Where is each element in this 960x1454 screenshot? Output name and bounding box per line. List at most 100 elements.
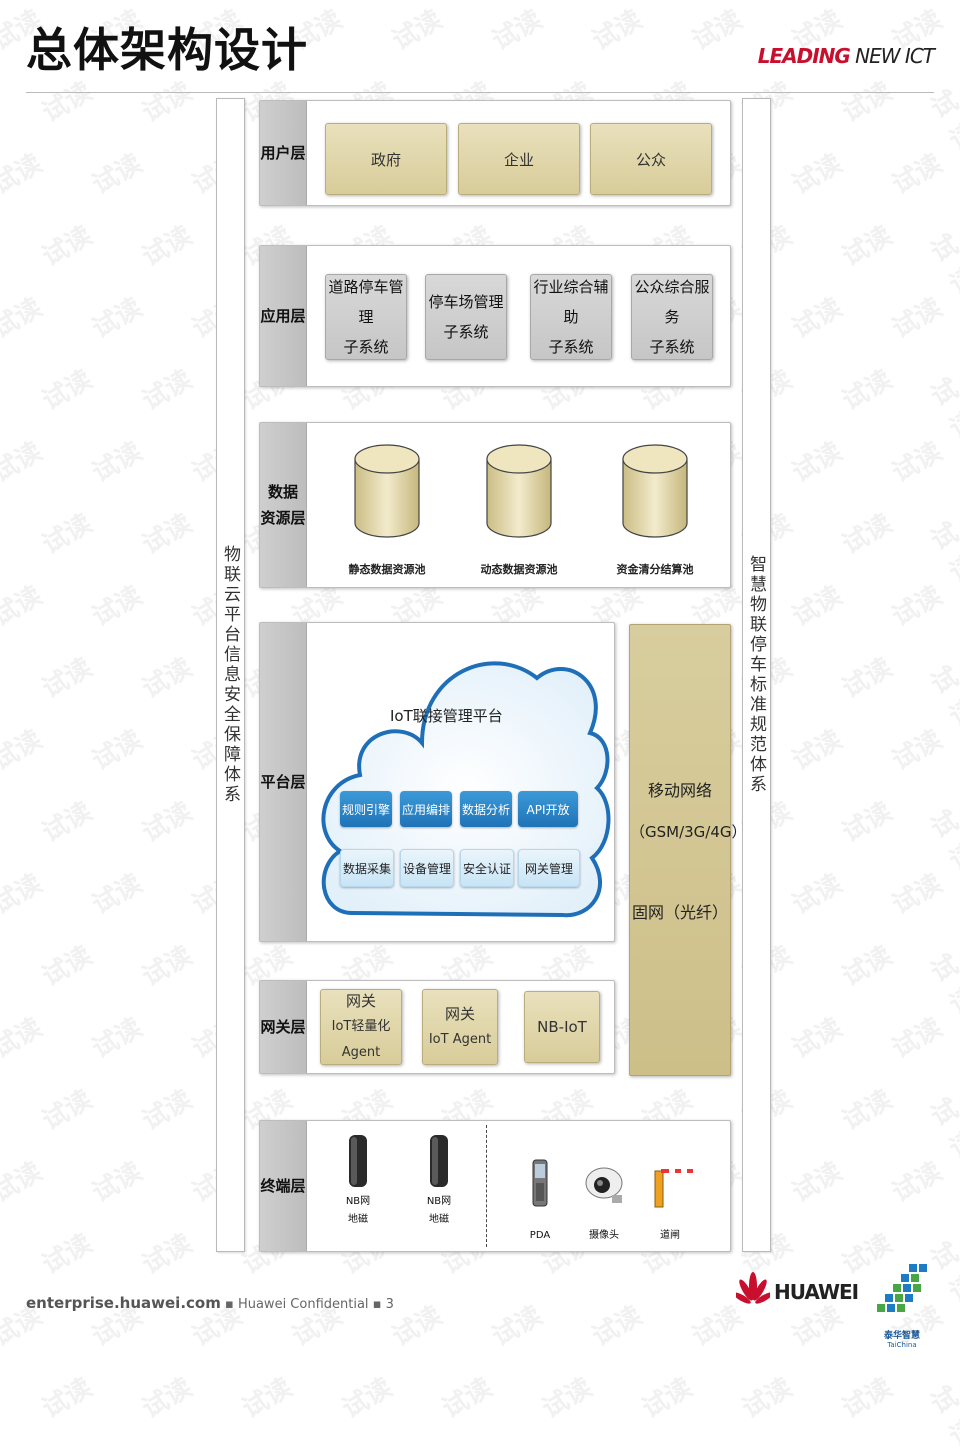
user-layer-label: 用户层 (260, 101, 307, 205)
terminal-layer: 终端层 NB网地磁 NB网地磁 PDA 摄像头 道闸 (259, 1120, 731, 1252)
gw1-line2: IoT轻量化Agent (331, 1019, 391, 1060)
gw1-line1: 网关 (345, 992, 376, 1010)
watermark-mark: 试读 (837, 508, 898, 561)
taichina-logo: 泰华智慧 TaiChina (872, 1262, 932, 1349)
watermark-mark: 试读 (87, 148, 148, 201)
app-parking-lot-line2: 子系统 (443, 323, 489, 341)
watermark-mark: 试读 (837, 1372, 898, 1425)
user-enterprise: 企业 (458, 123, 580, 195)
gateway-nb-iot: NB-IoT (524, 991, 600, 1063)
gateway-layer-label: 网关层 (260, 981, 307, 1073)
watermark-mark: 试读 (137, 796, 198, 849)
watermark-mark: 试读 (926, 805, 960, 877)
settlement-db-cylinder-icon (622, 444, 688, 538)
watermark-mark: 试读 (387, 4, 448, 57)
dynamic-data-pool-label: 动态数据资源池 (480, 563, 558, 576)
watermark-mark: 试读 (37, 508, 98, 561)
mobile-network-types: （GSM/3G/4G） (630, 823, 747, 841)
app-road-parking-line1: 道路停车管理 (328, 278, 404, 326)
taichina-en-name: TaiChina (887, 1341, 917, 1349)
watermark-mark: 试读 (87, 868, 148, 921)
device-management-chip: 设备管理 (400, 849, 454, 887)
watermark-mark: 试读 (37, 364, 98, 417)
title-divider (26, 92, 934, 93)
data-layer-label-line2: 资源层 (260, 509, 306, 527)
terminal-divider (486, 1125, 487, 1247)
slogan-leading: LEADING (757, 44, 851, 68)
watermark-mark: 试读 (926, 517, 960, 589)
watermark-mark: 试读 (487, 4, 548, 57)
watermark-mark: 试读 (837, 76, 898, 129)
barrier-gate-icon (654, 1169, 693, 1208)
pda-label: PDA (529, 1230, 551, 1241)
cloud-icon (321, 661, 611, 918)
app-parking-lot: 停车场管理子系统 (425, 274, 507, 360)
watermark-mark: 试读 (837, 652, 898, 705)
api-open-chip: API开放 (518, 791, 578, 827)
gw2-line1: 网关 (444, 1005, 475, 1023)
watermark-mark: 试读 (137, 940, 198, 993)
settlement-pool-label: 资金清分结算池 (616, 563, 694, 576)
taichina-mosaic-icon (877, 1264, 927, 1312)
sensor1-line1: NB网 (345, 1196, 371, 1207)
watermark-mark: 试读 (37, 796, 98, 849)
watermark-mark: 试读 (487, 1300, 548, 1353)
rule-engine-chip: 规则引擎 (340, 791, 392, 827)
terminal-layer-label: 终端层 (260, 1121, 307, 1251)
watermark-mark: 试读 (837, 796, 898, 849)
security-system-label: 物联云平台信息安全保障体系 (220, 545, 240, 805)
watermark-mark: 试读 (87, 436, 148, 489)
watermark-mark: 试读 (0, 1156, 48, 1209)
watermark-mark: 试读 (37, 1228, 98, 1281)
watermark-mark: 试读 (887, 580, 948, 633)
security-auth-chip: 安全认证 (460, 849, 514, 887)
watermark-mark: 试读 (337, 1372, 398, 1425)
dynamic-db-cylinder-icon (486, 444, 552, 538)
watermark-mark: 试读 (926, 949, 960, 1021)
footer-page-number: 3 (385, 1297, 394, 1312)
application-layer-label: 应用层 (260, 246, 307, 386)
app-road-parking: 道路停车管理子系统 (325, 274, 407, 360)
watermark-mark: 试读 (887, 436, 948, 489)
static-db-cylinder-icon (354, 444, 420, 538)
watermark-mark: 试读 (87, 724, 148, 777)
watermark-mark: 试读 (87, 580, 148, 633)
gateway-management-chip: 网关管理 (518, 849, 580, 887)
app-public-service: 公众综合服务子系统 (631, 274, 713, 360)
footer-separator-dot: ▪ (372, 1297, 386, 1312)
geomagnetic-sensor-icon (349, 1135, 367, 1187)
footer-confidential: Huawei Confidential (237, 1297, 369, 1312)
watermark-mark: 试读 (137, 364, 198, 417)
application-layer: 应用层 道路停车管理子系统 停车场管理子系统 行业综合辅助子系统 公众综合服务子… (259, 245, 731, 387)
data-collection-chip: 数据采集 (340, 849, 394, 887)
watermark-mark: 试读 (887, 1012, 948, 1065)
watermark-mark: 试读 (787, 436, 848, 489)
user-government: 政府 (325, 123, 447, 195)
watermark-mark: 试读 (887, 868, 948, 921)
gateway-iot-agent: 网关 IoT Agent (422, 989, 498, 1065)
data-layer-label: 数据资源层 (260, 423, 307, 587)
watermark-mark: 试读 (887, 1156, 948, 1209)
watermark-mark: 试读 (0, 1012, 48, 1065)
watermark-mark: 试读 (787, 1012, 848, 1065)
static-data-pool-label: 静态数据资源池 (348, 563, 426, 576)
gateway-layer: 网关层 网关 IoT轻量化Agent 网关 IoT Agent NB-IoT (259, 980, 615, 1074)
standards-system-column: 智慧物联停车标准规范体系 (742, 98, 771, 1252)
gw2-line2: IoT Agent (428, 1032, 492, 1047)
app-industry-assist: 行业综合辅助子系统 (530, 274, 612, 360)
watermark-mark: 试读 (926, 229, 960, 301)
watermark-mark: 试读 (87, 1012, 148, 1065)
watermark-mark: 试读 (137, 652, 198, 705)
watermark-mark: 试读 (926, 1093, 960, 1165)
sensor2-line1: NB网 (426, 1196, 452, 1207)
watermark-mark: 试读 (737, 1372, 798, 1425)
watermark-mark: 试读 (837, 940, 898, 993)
camera-icon (585, 1167, 623, 1203)
page-title: 总体架构设计 (26, 23, 308, 77)
watermark-mark: 试读 (137, 508, 198, 561)
watermark-mark: 试读 (37, 1372, 98, 1425)
network-column: 移动网络 （GSM/3G/4G） 固网（光纤） (629, 624, 747, 1076)
footer-site-link[interactable]: enterprise.huawei.com (26, 1294, 221, 1312)
huawei-wordmark: HUAWEI (774, 1280, 859, 1304)
huawei-logo: HUAWEI (736, 1270, 859, 1314)
